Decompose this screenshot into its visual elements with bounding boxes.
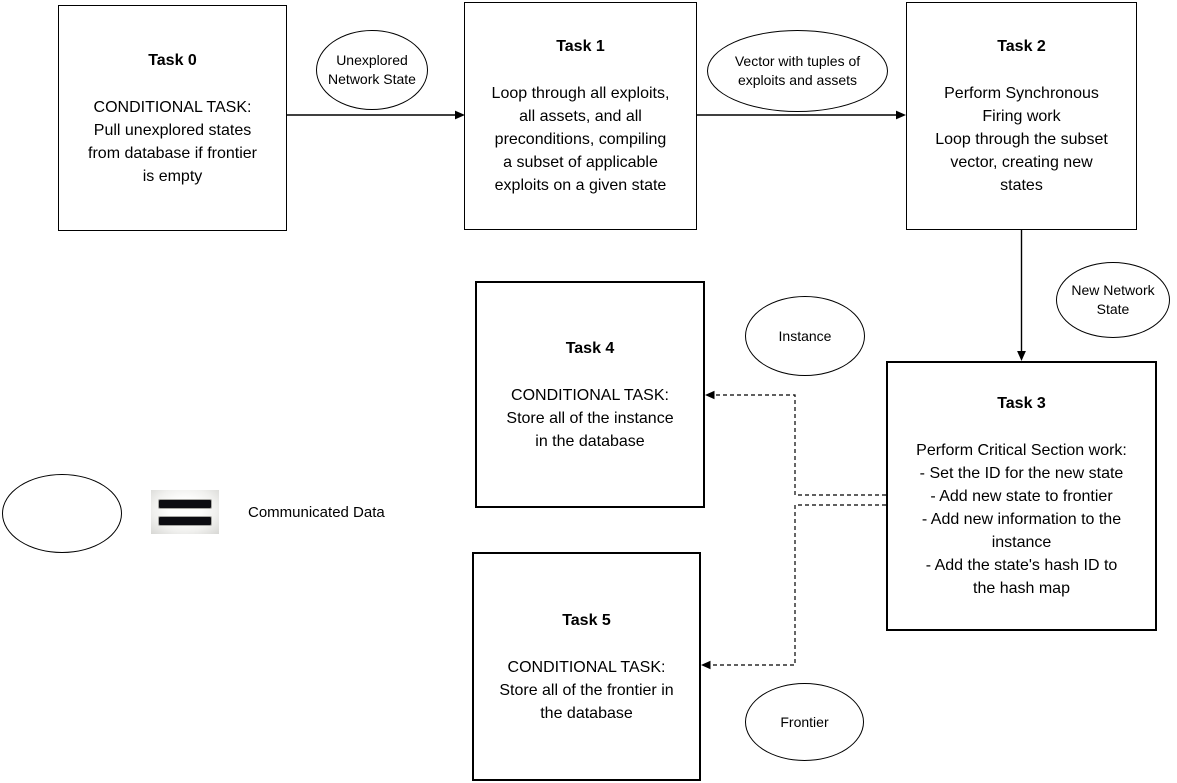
equals-icon (151, 490, 219, 534)
task5-title: Task 5 (562, 611, 611, 629)
dashed-arrow-task3-to-task5 (701, 504, 886, 670)
task5-box: Task 5 CONDITIONAL TASK: Store all of th… (472, 552, 701, 781)
equals-bar-top (158, 498, 212, 509)
legend-ellipse (2, 474, 122, 553)
task1-body: Loop through all exploits, all assets, a… (491, 85, 670, 194)
frontier-label: Frontier (780, 713, 829, 730)
arrow-task2-to-task3 (1017, 230, 1026, 361)
data-ellipse-instance: Instance (745, 296, 865, 376)
unexplored-network-state-label: Unexplored Network State (328, 52, 416, 87)
data-ellipse-frontier: Frontier (745, 683, 864, 761)
task3-box: Task 3 Perform Critical Section work: - … (886, 361, 1157, 631)
legend-label: Communicated Data (248, 504, 385, 521)
task4-title: Task 4 (565, 339, 615, 357)
task3-title: Task 3 (997, 395, 1046, 412)
task2-title: Task 2 (997, 38, 1046, 55)
task0-body: CONDITIONAL TASK: Pull unexplored states… (88, 98, 257, 185)
data-ellipse-unexplored-network-state: Unexplored Network State (316, 30, 428, 110)
instance-label: Instance (778, 327, 832, 344)
equals-bar-bottom (158, 515, 212, 526)
dashed-arrow-task3-to-task4 (705, 390, 886, 496)
task2-box: Task 2 Perform Synchronous Firing work L… (906, 2, 1137, 230)
task0-title: Task 0 (148, 51, 197, 69)
arrow-task0-to-task1 (287, 110, 465, 120)
new-network-state-label: New Network State (1071, 282, 1155, 317)
task3-body: Perform Critical Section work: - Set the… (916, 442, 1127, 597)
task4-box: Task 4 CONDITIONAL TASK: Store all of th… (475, 281, 705, 508)
task4-body: CONDITIONAL TASK: Store all of the insta… (506, 386, 674, 450)
data-ellipse-vector-tuples: Vector with tuples of exploits and asset… (707, 30, 888, 112)
vector-tuples-label: Vector with tuples of exploits and asset… (734, 53, 861, 88)
task0-box: Task 0 CONDITIONAL TASK: Pull unexplored… (58, 5, 287, 231)
task2-body: Perform Synchronous Firing work Loop thr… (935, 85, 1108, 194)
data-ellipse-new-network-state: New Network State (1056, 262, 1170, 338)
task1-title: Task 1 (556, 38, 605, 55)
task1-box: Task 1 Loop through all exploits, all as… (464, 2, 697, 230)
task5-body: CONDITIONAL TASK: Store all of the front… (499, 658, 674, 722)
